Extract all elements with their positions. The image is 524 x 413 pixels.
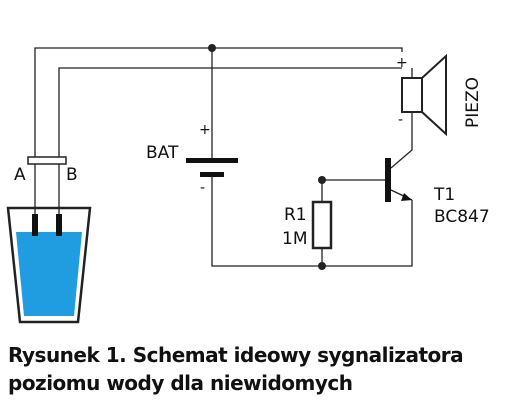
transistor-collector <box>390 128 413 169</box>
wire-battery-bottom <box>211 177 413 267</box>
water <box>16 232 82 316</box>
piezo-minus-sign: - <box>398 112 403 128</box>
caption-line-2: poziomu wody dla niewidomych <box>8 371 353 395</box>
electrode-b-label: B <box>66 165 78 185</box>
wire-b-top <box>58 67 402 160</box>
piezo-body <box>401 77 423 113</box>
electrode-b-tip <box>56 214 62 236</box>
wire-a-top <box>34 47 403 160</box>
transistor-ref-label: T1 <box>433 185 455 205</box>
battery-long-plate <box>186 158 238 163</box>
electrode-plates <box>27 156 67 165</box>
electrode-a-tip <box>32 214 38 236</box>
circuit-schematic: A B BAT + - + - PIEZO R1 1M T1 BC847 <box>6 44 490 324</box>
battery-short-plate <box>200 172 224 177</box>
glass <box>6 206 92 324</box>
emitter-arrow <box>401 193 412 201</box>
piezo-label: PIEZO <box>463 77 483 128</box>
battery-plus-sign: + <box>199 122 211 138</box>
transistor-base-bar <box>385 158 391 202</box>
figure-caption: Rysunek 1. Schemat ideowy sygnalizatora … <box>8 341 516 397</box>
piezo-cone <box>421 53 447 137</box>
caption-line-1: Rysunek 1. Schemat ideowy sygnalizatora <box>8 343 464 367</box>
resistor-ref-label: R1 <box>284 205 307 225</box>
battery-label: BAT <box>146 143 179 163</box>
resistor-value-label: 1M <box>282 229 307 249</box>
transistor-part-label: BC847 <box>434 207 490 227</box>
resistor-r1 <box>311 200 333 250</box>
battery-minus-sign: - <box>200 180 205 196</box>
piezo-plus-sign: + <box>396 55 408 71</box>
electrode-a-label: A <box>14 165 26 185</box>
